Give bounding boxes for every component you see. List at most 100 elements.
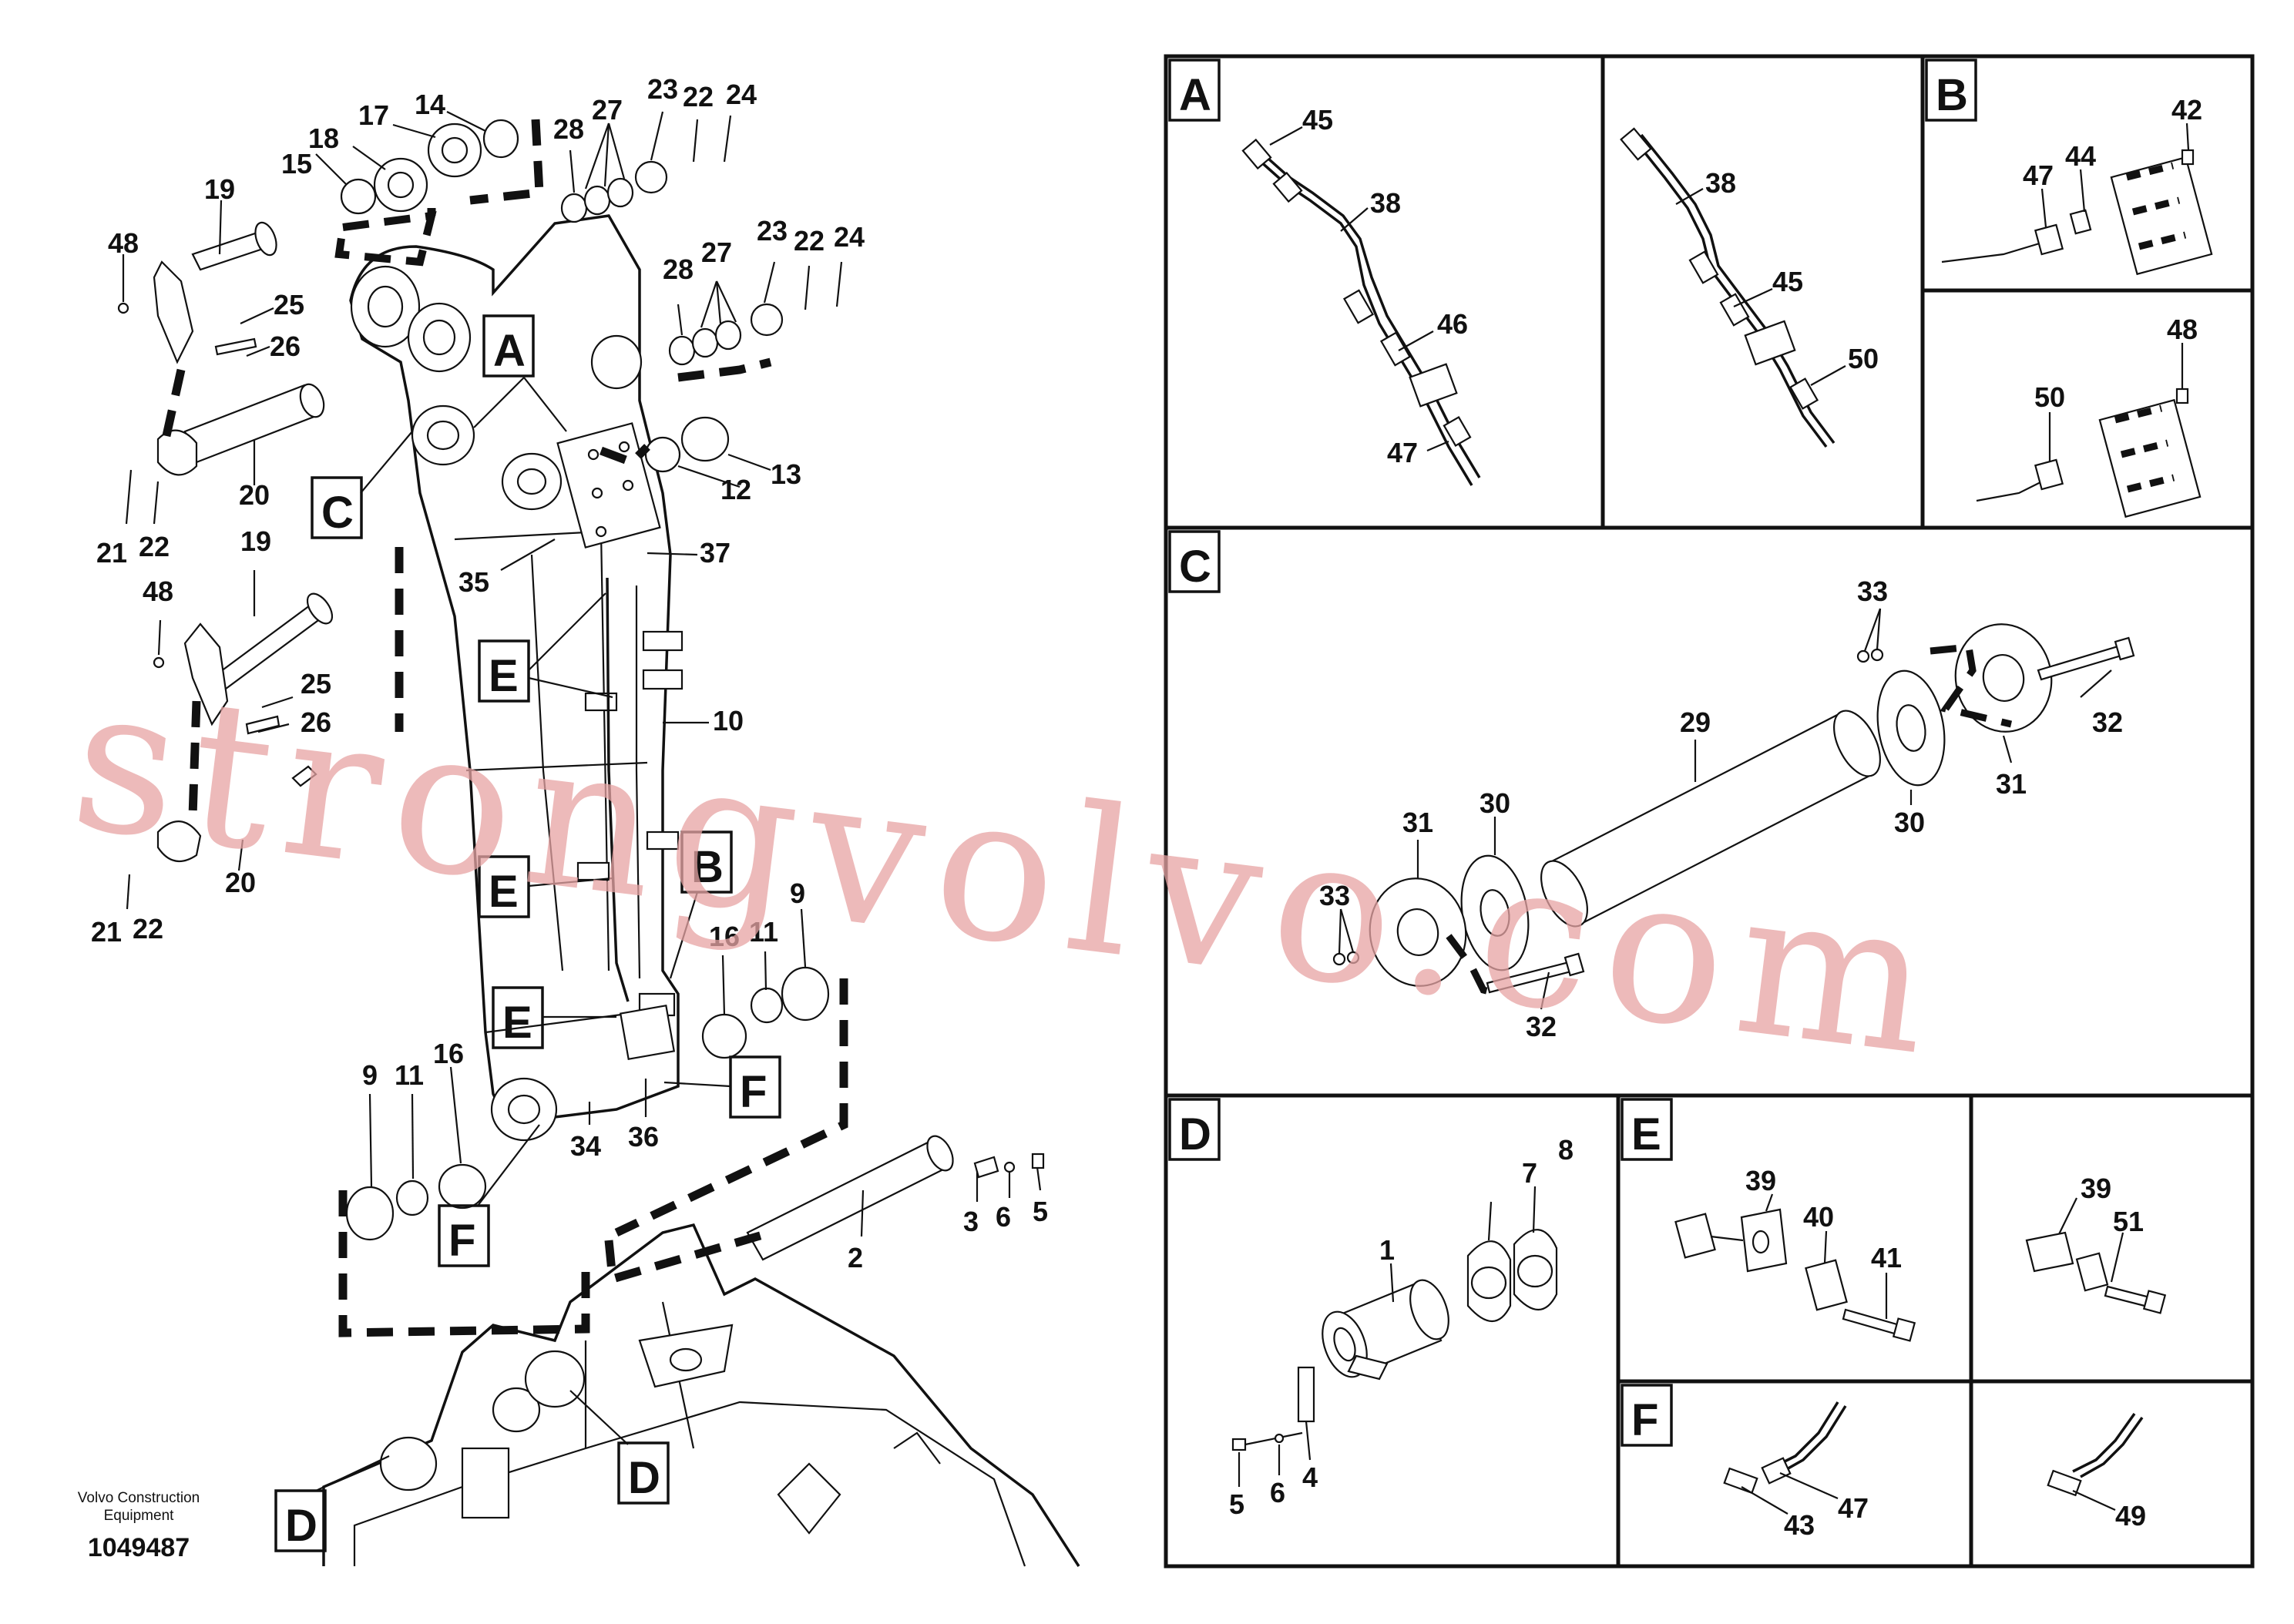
label-main-27: 48 [143, 575, 173, 607]
label-b2-0: 48 [2167, 314, 2198, 345]
label-d-3: 5 [1229, 1488, 1244, 1520]
label-main-13: 23 [647, 73, 678, 105]
label-main-18: 23 [757, 215, 788, 247]
detail-letter-d: D [1179, 1109, 1211, 1159]
detail-panel-f-fitting: F 47 43 [1621, 1384, 1869, 1541]
label-main-0: 19 [204, 173, 235, 205]
label-d-4: 6 [1270, 1477, 1285, 1508]
label-main-16: 28 [663, 253, 694, 285]
detail-panel-b-connector-alt: 48 50 [1976, 314, 2202, 518]
label-main-28: 25 [301, 668, 331, 700]
label-main-24: 37 [700, 537, 731, 569]
label-a1-2: 46 [1437, 308, 1468, 340]
label-c-5: 30 [1480, 787, 1510, 819]
label-main-11: 28 [553, 113, 584, 145]
label-main-34: 11 [395, 1059, 424, 1091]
label-b1-0: 42 [2171, 94, 2202, 126]
label-main-12: 27 [592, 94, 623, 126]
detail-panel-d-bushing: D 7 8 1 5 6 4 [1168, 1098, 1574, 1520]
label-c-1: 32 [2092, 706, 2123, 738]
label-main-43: 5 [1033, 1196, 1048, 1227]
main-callout-boxes: A C E E B E F F D D [274, 314, 781, 1552]
label-b1-1: 44 [2065, 140, 2096, 172]
label-main-44: 2 [848, 1242, 863, 1273]
callout-c: C [321, 488, 354, 538]
detail-panel-e-clamp: E 39 40 41 [1621, 1098, 1916, 1342]
detail-letter-a: A [1179, 70, 1211, 120]
label-c-2: 29 [1680, 706, 1711, 738]
label-e1-1: 40 [1803, 1201, 1834, 1233]
label-main-23: 35 [458, 566, 489, 598]
label-main-4: 20 [239, 479, 270, 511]
main-view-labels: 19 48 25 26 20 21 22 15 18 17 14 28 27 2… [91, 73, 1048, 1273]
label-main-25: 10 [713, 705, 744, 737]
label-main-3: 26 [270, 331, 301, 362]
detail-panel-a-hose: A 45 38 46 47 [1168, 59, 1481, 486]
callout-f-2: F [448, 1216, 475, 1266]
label-main-15: 24 [726, 79, 757, 110]
label-main-41: 3 [963, 1206, 979, 1237]
callout-e-2: E [489, 867, 519, 917]
watermark-text: strongvolvo.com [62, 642, 1956, 1102]
label-main-31: 21 [91, 916, 122, 948]
label-f1-0: 47 [1838, 1492, 1869, 1524]
label-main-33: 9 [362, 1059, 378, 1091]
drawing-number: 1049487 [88, 1533, 190, 1562]
detail-panel-c-pin: C 33 32 29 31 30 [1168, 530, 2135, 1042]
callout-a: A [493, 326, 526, 376]
label-a2-2: 50 [1848, 343, 1879, 374]
label-c-8: 32 [1526, 1011, 1557, 1042]
detail-letter-f: F [1631, 1395, 1658, 1445]
label-b2-1: 50 [2034, 381, 2065, 413]
callout-e-1: E [489, 651, 519, 701]
detail-letter-e: E [1631, 1109, 1661, 1159]
publisher-line-1: Volvo Construction [78, 1490, 200, 1506]
label-main-5: 21 [96, 537, 127, 569]
label-main-30: 20 [225, 867, 256, 898]
label-main-9: 17 [358, 99, 389, 131]
callout-d-1: D [628, 1453, 660, 1503]
label-e2-0: 39 [2081, 1173, 2111, 1204]
detail-panel-b-connector: B 42 44 47 [1925, 59, 2213, 276]
label-main-14: 22 [683, 81, 714, 112]
label-main-17: 27 [701, 237, 732, 268]
label-b1-2: 47 [2023, 159, 2054, 191]
label-f1-1: 43 [1784, 1509, 1815, 1541]
label-main-40: 36 [628, 1121, 659, 1153]
label-main-20: 24 [834, 221, 865, 253]
main-exploded-view [117, 119, 1080, 1567]
label-main-37: 11 [749, 916, 778, 948]
label-main-36: 16 [709, 921, 740, 952]
detail-letter-b: B [1936, 70, 1968, 120]
label-a2-0: 38 [1705, 167, 1736, 199]
label-main-42: 6 [996, 1201, 1011, 1233]
label-main-29: 26 [301, 706, 331, 738]
label-main-10: 14 [415, 89, 445, 120]
callout-b: B [691, 842, 724, 892]
detail-panel-a-hose-alt: 38 45 50 [1620, 127, 1879, 448]
callout-d-2: D [285, 1501, 317, 1551]
detail-panel-e-clamp-alt: 39 51 [2025, 1173, 2167, 1314]
label-e1-2: 41 [1871, 1242, 1902, 1273]
label-main-8: 18 [308, 122, 339, 154]
label-main-32: 22 [133, 913, 163, 945]
label-a1-0: 45 [1302, 104, 1333, 136]
title-block: Volvo Construction Equipment 1049487 [78, 1490, 200, 1562]
detail-panel-f-fitting-alt: 49 [2047, 1412, 2146, 1532]
label-main-19: 22 [794, 225, 825, 257]
label-main-39: 34 [570, 1130, 601, 1162]
detail-letter-c: C [1179, 542, 1211, 592]
label-a2-1: 45 [1772, 266, 1803, 297]
label-main-6: 22 [139, 531, 170, 562]
label-c-7: 33 [1319, 880, 1350, 911]
label-main-2: 25 [274, 289, 304, 320]
label-a1-3: 47 [1387, 437, 1418, 468]
label-main-38: 9 [790, 877, 805, 909]
label-main-21: 13 [771, 458, 801, 490]
label-e2-1: 51 [2113, 1206, 2144, 1237]
label-d-0: 7 [1522, 1157, 1537, 1189]
label-a1-1: 38 [1370, 187, 1401, 219]
label-d-5: 4 [1302, 1461, 1318, 1493]
